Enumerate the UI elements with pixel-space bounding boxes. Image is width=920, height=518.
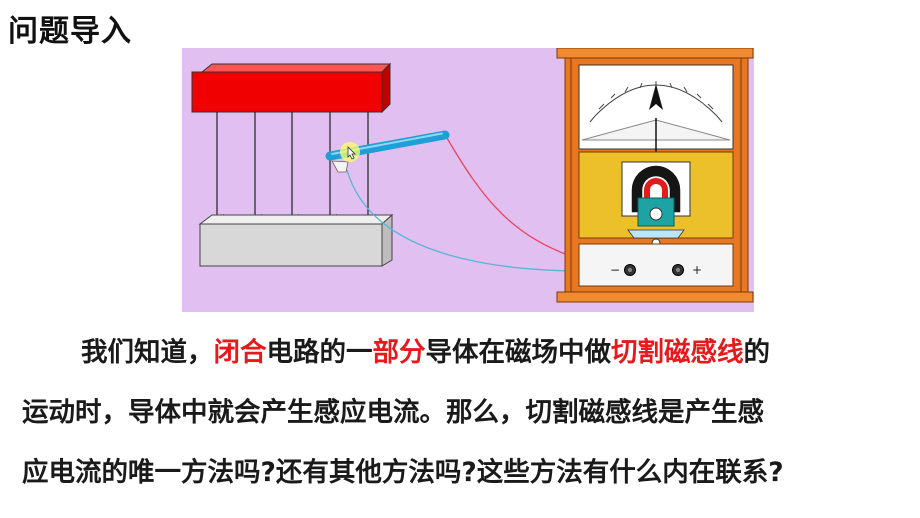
meter-minus-label: −: [610, 263, 620, 277]
magnet-north-pole: [191, 62, 392, 114]
paragraph-line-1: 我们知道，闭合电路的一部分导体在磁场中做切割磁感线的: [81, 323, 770, 383]
text-segment: 导体在磁场中做: [425, 337, 612, 368]
page-title: 问题导入: [8, 14, 132, 49]
text-segment: 我们知道，: [81, 337, 214, 368]
highlight-cutting-field-lines: 切割磁感线: [611, 337, 744, 368]
hand-cursor-icon: [340, 142, 360, 162]
galvanometer: − +: [556, 48, 754, 303]
magnetic-field-lines: [216, 112, 375, 222]
meter-plus-label: +: [692, 263, 702, 277]
text-segment: 的: [743, 337, 771, 368]
highlight-closed: 闭合: [213, 337, 267, 368]
magnet-south-pole: [198, 213, 394, 267]
horseshoe-magnet: [631, 165, 681, 213]
paragraph-line-2: 运动时，导体中就会产生感应电流。那么，切割磁感线是产生感: [22, 397, 764, 428]
text-segment: 电路的一: [266, 337, 373, 368]
induction-experiment-illustration: − +: [182, 48, 754, 312]
highlight-part: 部分: [372, 337, 426, 368]
paragraph-line-3: 应电流的唯一方法吗?还有其他方法吗?这些方法有什么内在联系?: [22, 457, 784, 488]
